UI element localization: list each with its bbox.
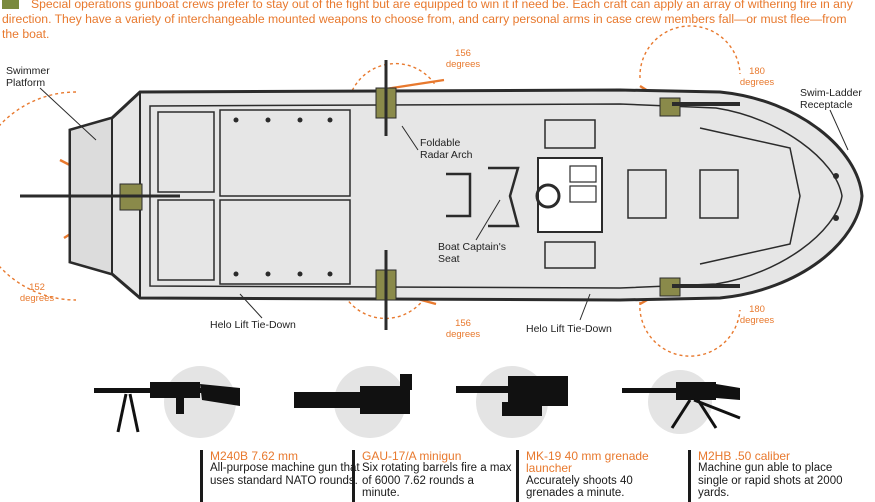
weapon-desc: Six rotating barrels fire a max of 6000 … — [362, 462, 512, 500]
label-swimmer-platform: Swimmer Platform — [6, 65, 50, 89]
deck-hatches — [157, 109, 739, 285]
radar-arch — [446, 172, 472, 218]
arc-top-mid — [349, 62, 437, 97]
tie-down-points — [233, 117, 839, 277]
weapon-desc: Accurately shoots 40 grenades a minute. — [526, 474, 633, 500]
label-helo-tie-down-1: Helo Lift Tie-Down — [210, 319, 296, 331]
arc-label-stern: 152 degrees — [19, 282, 55, 304]
intro-body: Special operations gunboat crews prefer … — [2, 0, 853, 41]
weapon-caption-m2hb: M2HB .50 caliber Machine gun able to pla… — [688, 450, 848, 502]
arc-label-bow-bottom: 180 degrees — [739, 304, 775, 326]
steering-wheel — [535, 183, 561, 209]
label-helo-tie-down-2: Helo Lift Tie-Down — [526, 323, 612, 335]
weapon-caption-mk19: MK-19 40 mm grenade launcher Accurately … — [516, 450, 676, 502]
mk19-illustration — [452, 362, 592, 447]
arc-stern — [0, 91, 77, 301]
section-marker — [2, 0, 19, 9]
weapon-caption-m240b: M240B 7.62 mm All-purpose machine gun th… — [200, 450, 360, 502]
mounted-guns — [20, 60, 740, 330]
gunwale — [149, 103, 843, 289]
arc-label-bow-top: 180 degrees — [739, 66, 775, 88]
m240b-illustration — [90, 362, 260, 447]
weapon-name: MK-19 40 mm grenade launcher — [526, 449, 649, 476]
arc-bow-top — [639, 25, 741, 79]
label-radar-arch: Foldable Radar Arch — [420, 137, 473, 161]
label-captain-seat: Boat Captain's Seat — [438, 241, 506, 265]
weapon-name: GAU-17/A minigun — [362, 449, 462, 463]
arc-label-bottom-mid: 156 degrees — [445, 318, 481, 340]
weapon-name: M2HB .50 caliber — [698, 449, 791, 463]
gau17-illustration — [290, 362, 430, 447]
arc-label-top-mid: 156 degrees — [445, 48, 481, 70]
captain-seat — [488, 166, 520, 228]
weapon-desc: Machine gun able to place single or rapi… — [698, 462, 843, 500]
m2hb-illustration — [620, 368, 770, 448]
hull — [68, 88, 864, 302]
leader-lines — [39, 87, 849, 321]
label-swim-ladder: Swim-Ladder Receptacle — [800, 87, 862, 111]
weapon-desc: All-purpose machine gun that uses standa… — [210, 462, 360, 487]
arc-bow-bottom — [639, 301, 741, 357]
intro-text: Special operations gunboat crews prefer … — [2, 0, 862, 42]
weapon-caption-gau17: GAU-17/A minigun Six rotating barrels fi… — [352, 450, 512, 502]
boat-diagram — [0, 25, 864, 357]
weapon-name: M240B 7.62 mm — [210, 449, 299, 463]
